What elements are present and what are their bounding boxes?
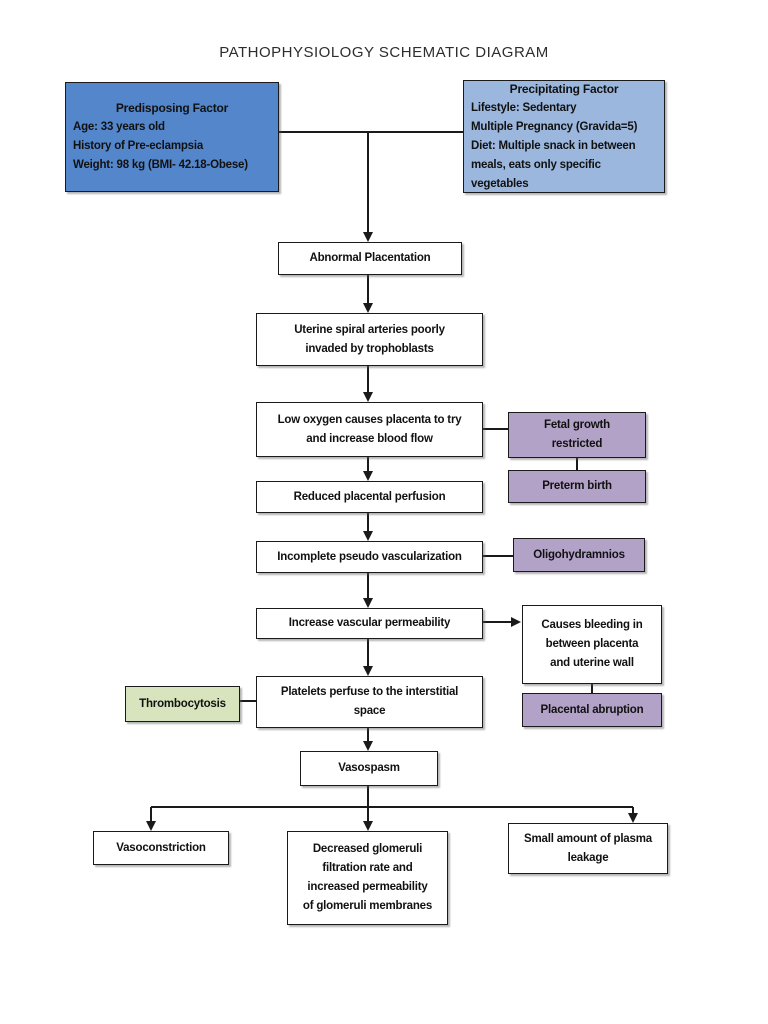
node-incomplete-pseudo-vascularization: Incomplete pseudo vascularization	[256, 541, 483, 573]
node-low-oxygen: Low oxygen causes placenta to try and inc…	[256, 402, 483, 457]
node-text-line: and increase blood flow	[306, 432, 433, 445]
node-text-line: Fetal growth	[544, 419, 610, 431]
node-text-line: Vasospasm	[338, 762, 400, 774]
node-text-line: of glomeruli membranes	[302, 900, 433, 912]
node-text-line: leakage	[567, 851, 609, 864]
node-text-line: Vasoconstriction	[116, 841, 206, 854]
connector-line	[367, 132, 369, 233]
node-uterine-spiral-arteries: Uterine spiral arteries poorly invaded by…	[256, 313, 483, 366]
node-text-line: Low oxygen causes placenta to try	[277, 413, 462, 426]
connector-line	[367, 366, 369, 393]
node-text-line: Preterm birth	[542, 480, 612, 492]
arrowhead-icon	[363, 392, 373, 402]
node-vasoconstriction: Vasoconstriction	[93, 831, 229, 865]
connector-line	[367, 573, 369, 599]
node-text-line: Platelets perfuse to the interstitial	[280, 686, 459, 698]
node-platelets-perfuse: Platelets perfuse to the interstitial spa…	[256, 676, 483, 728]
node-text-line: between placenta	[545, 638, 639, 650]
connector-line	[591, 684, 593, 693]
node-text-line: Multiple Pregnancy (Gravida=5)	[471, 120, 638, 133]
connector-line	[367, 786, 369, 808]
node-text-line: space	[353, 705, 386, 717]
arrowhead-icon	[146, 821, 156, 831]
diagram-title: PATHOPHYSIOLOGY SCHEMATIC DIAGRAM	[219, 44, 549, 61]
node-decreased-glomeruli: Decreased glomeruli filtration rate and in…	[287, 831, 448, 925]
node-text-line: filtration rate and	[322, 862, 413, 874]
node-text-line: Lifestyle: Sedentary	[471, 101, 577, 114]
connector-line	[483, 621, 512, 623]
connector-line	[576, 458, 578, 470]
node-text-line: Placental abruption	[540, 703, 644, 716]
node-increase-vascular-permeability: Increase vascular permeability	[256, 608, 483, 639]
node-text-line: Weight: 98 kg (BMI- 42.18-Obese)	[73, 159, 248, 171]
node-abnormal-placentation: Abnormal Placentation	[278, 242, 462, 275]
arrowhead-icon	[363, 232, 373, 242]
connector-line	[240, 700, 256, 702]
node-text-line: and uterine wall	[550, 657, 634, 669]
connector-line	[367, 275, 369, 304]
node-text-line: Reduced placental perfusion	[293, 490, 446, 503]
node-text-line: Age: 33 years old	[73, 121, 165, 133]
connector-line	[367, 513, 369, 532]
connector-line	[367, 728, 369, 742]
connector-line	[151, 806, 633, 808]
arrowhead-icon	[628, 813, 638, 823]
connector-line	[367, 807, 369, 822]
node-text-line: Abnormal Placentation	[309, 252, 431, 264]
node-preterm-birth: Preterm birth	[508, 470, 646, 503]
node-title: Predisposing Factor	[115, 101, 229, 115]
connector-line	[367, 639, 369, 667]
node-text-line: History of Pre-eclampsia	[73, 140, 204, 152]
node-vasospasm: Vasospasm	[300, 751, 438, 786]
node-text-line: Oligohydramnios	[533, 548, 625, 561]
node-text-line: invaded by trophoblasts	[305, 342, 434, 355]
node-text-line: Thrombocytosis	[139, 697, 226, 710]
arrowhead-icon	[363, 821, 373, 831]
connector-line	[483, 428, 508, 430]
node-reduced-placental-perfusion: Reduced placental perfusion	[256, 481, 483, 513]
arrowhead-icon	[511, 617, 521, 627]
arrowhead-icon	[363, 303, 373, 313]
arrowhead-icon	[363, 741, 373, 751]
node-thrombocytosis: Thrombocytosis	[125, 686, 240, 722]
connector-line	[367, 457, 369, 472]
arrowhead-icon	[363, 531, 373, 541]
connector-line	[150, 807, 152, 822]
arrowhead-icon	[363, 598, 373, 608]
node-text-line: Causes bleeding in	[541, 619, 643, 631]
node-text-line: increased permeability	[307, 881, 428, 893]
node-title: Precipitating Factor	[509, 81, 619, 96]
arrowhead-icon	[363, 666, 373, 676]
node-causes-bleeding: Causes bleeding in between placenta and ut…	[522, 605, 662, 684]
node-text-line: Uterine spiral arteries poorly	[294, 323, 445, 336]
node-text-line: Incomplete pseudo vascularization	[277, 550, 462, 563]
connector-line	[279, 131, 463, 133]
node-text-line: Diet: Multiple snack in between	[471, 139, 636, 152]
node-small-plasma-leakage: Small amount of plasma leakage	[508, 823, 668, 874]
node-text-line: meals, eats only specific	[471, 158, 601, 171]
connector-line	[632, 807, 634, 814]
node-text-line: restricted	[551, 438, 603, 450]
node-fetal-growth-restricted: Fetal growth restricted	[508, 412, 646, 458]
node-text-line: vegetables	[471, 177, 529, 190]
node-oligohydramnios: Oligohydramnios	[513, 538, 645, 572]
node-text-line: Small amount of plasma	[524, 832, 652, 845]
arrowhead-icon	[363, 471, 373, 481]
connector-line	[483, 555, 513, 557]
node-placental-abruption: Placental abruption	[522, 693, 662, 727]
node-text-line: Increase vascular permeability	[288, 617, 451, 629]
node-text-line: Decreased glomeruli	[312, 843, 423, 855]
